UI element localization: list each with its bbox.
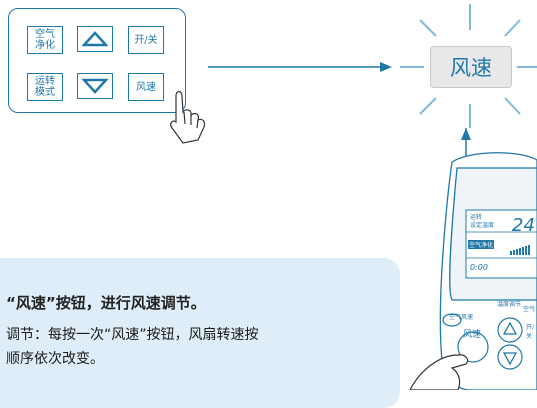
remote-temp-adjust-label: 温度调节 [497, 301, 522, 308]
connector-arrowhead [380, 62, 392, 72]
remote-set-temp-label: 设定温度 [470, 222, 495, 229]
highlight-rays [400, 4, 537, 128]
triangle-down-icon [82, 78, 108, 94]
power-button[interactable]: 开/关 [128, 26, 164, 54]
power-label: 开/关 [134, 34, 158, 46]
remote-down-icon [502, 352, 518, 366]
fan-speed-highlight: 风速 [430, 46, 512, 88]
mode-button[interactable]: 运转 模式 [27, 73, 63, 101]
instruction-line-3: 顺序依次改变。 [6, 351, 104, 367]
remote-controller [439, 152, 537, 390]
remote-fan-left-label: 空气风速 [449, 314, 474, 321]
instruction-line-2: 调节：每按一次“风速”按钮，风扇转速按 [6, 327, 259, 343]
triangle-up-icon [82, 31, 108, 47]
remote-air-purify-label: 空气净化 [468, 240, 495, 249]
remote-arrowhead [461, 128, 471, 140]
diagram-graphics [170, 4, 537, 390]
fan-speed-label: 风速 [136, 81, 156, 93]
fan-speed-button[interactable]: 风速 [128, 73, 164, 101]
up-button[interactable] [77, 26, 113, 52]
remote-power-label: 开/关 [526, 324, 535, 340]
hand-icon [170, 90, 206, 144]
signal-bars [510, 245, 530, 255]
down-button[interactable] [77, 73, 113, 99]
mode-label: 运转 模式 [35, 76, 55, 98]
remote-buttons [442, 313, 523, 370]
remote-fan-button-label[interactable]: 风速 [463, 330, 482, 340]
remote-mode-label: 运转 [470, 214, 483, 221]
remote-temp-value: 24 [512, 215, 535, 236]
fan-speed-highlight-text: 风速 [450, 56, 492, 80]
air-purify-button[interactable]: 空气 净化 [27, 26, 63, 54]
remote-clock: 0:00 [470, 263, 488, 272]
remote-up-icon [502, 321, 518, 335]
remote-air-label: 空气 [523, 306, 536, 313]
instruction-box [0, 258, 400, 408]
air-purify-label: 空气 净化 [35, 29, 55, 51]
remote-hand-icon [409, 354, 469, 390]
instruction-line-1: “风速”按钮，进行风速调节。 [6, 294, 206, 312]
